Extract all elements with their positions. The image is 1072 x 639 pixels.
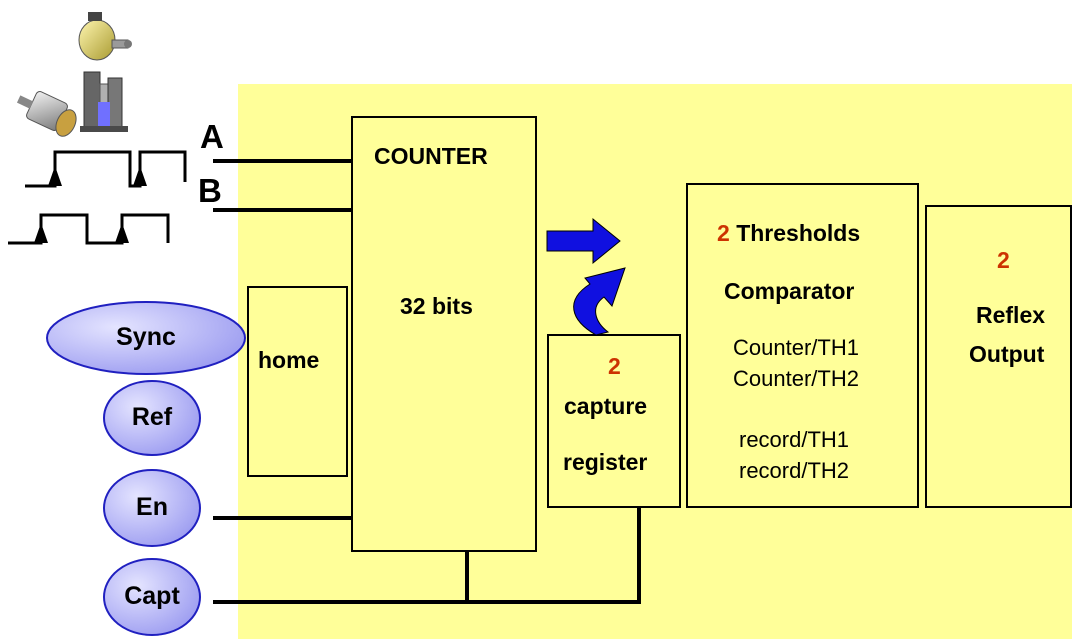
rising-edge-marker-icon (133, 166, 147, 186)
reflex-count: 2 (997, 247, 1010, 273)
capture-feedback-arrow-icon (573, 267, 626, 336)
data-transfer-arrow-icon (546, 217, 621, 265)
capture-label: capture (564, 393, 648, 419)
thresholds-count: 2 (717, 220, 730, 246)
ref-label: Ref (131, 403, 173, 431)
comparator-line-counter-th1: Counter/TH1 (733, 335, 859, 360)
counter-bits: 32 bits (400, 293, 473, 319)
counter-block (351, 116, 537, 552)
home-label: home (258, 347, 320, 373)
thresholds-heading: 2 Thresholds (717, 220, 860, 247)
reflex-label: Reflex (976, 302, 1046, 328)
comparator-title: Comparator (724, 278, 855, 304)
capture-count: 2 (608, 353, 621, 379)
output-label: Output (969, 341, 1045, 367)
ref-oval (103, 380, 201, 456)
comparator-line-record-th1: record/TH1 (739, 427, 850, 452)
capture-register-block (547, 334, 681, 508)
rising-edge-marker-icon (115, 223, 129, 243)
counter-title: COUNTER (374, 143, 488, 169)
signal-a-waveform (25, 150, 187, 188)
rotary-encoder-icon (78, 12, 132, 61)
rising-edge-marker-icon (48, 166, 62, 186)
capture-line (213, 508, 641, 604)
input-b-label: B (198, 172, 222, 209)
comparator-block (686, 183, 919, 508)
en-oval (103, 469, 201, 547)
thresholds-label: Thresholds (736, 220, 861, 246)
proximity-sensor-icon (16, 91, 77, 137)
signal-b-waveform (8, 213, 170, 245)
sync-oval (46, 301, 246, 375)
reflex-output-block (925, 205, 1072, 508)
input-a-label: A (200, 118, 224, 155)
comparator-line-record-th2: record/TH2 (739, 458, 850, 483)
rising-edge-marker-icon (34, 223, 48, 243)
home-block (247, 286, 348, 477)
capt-oval (103, 558, 201, 636)
capt-label: Capt (124, 582, 180, 610)
sync-label: Sync (116, 323, 176, 351)
register-label: register (563, 449, 648, 475)
comparator-line-counter-th2: Counter/TH2 (733, 366, 859, 391)
photoelectric-sensor-icon (80, 71, 128, 132)
en-label: En (136, 493, 168, 521)
